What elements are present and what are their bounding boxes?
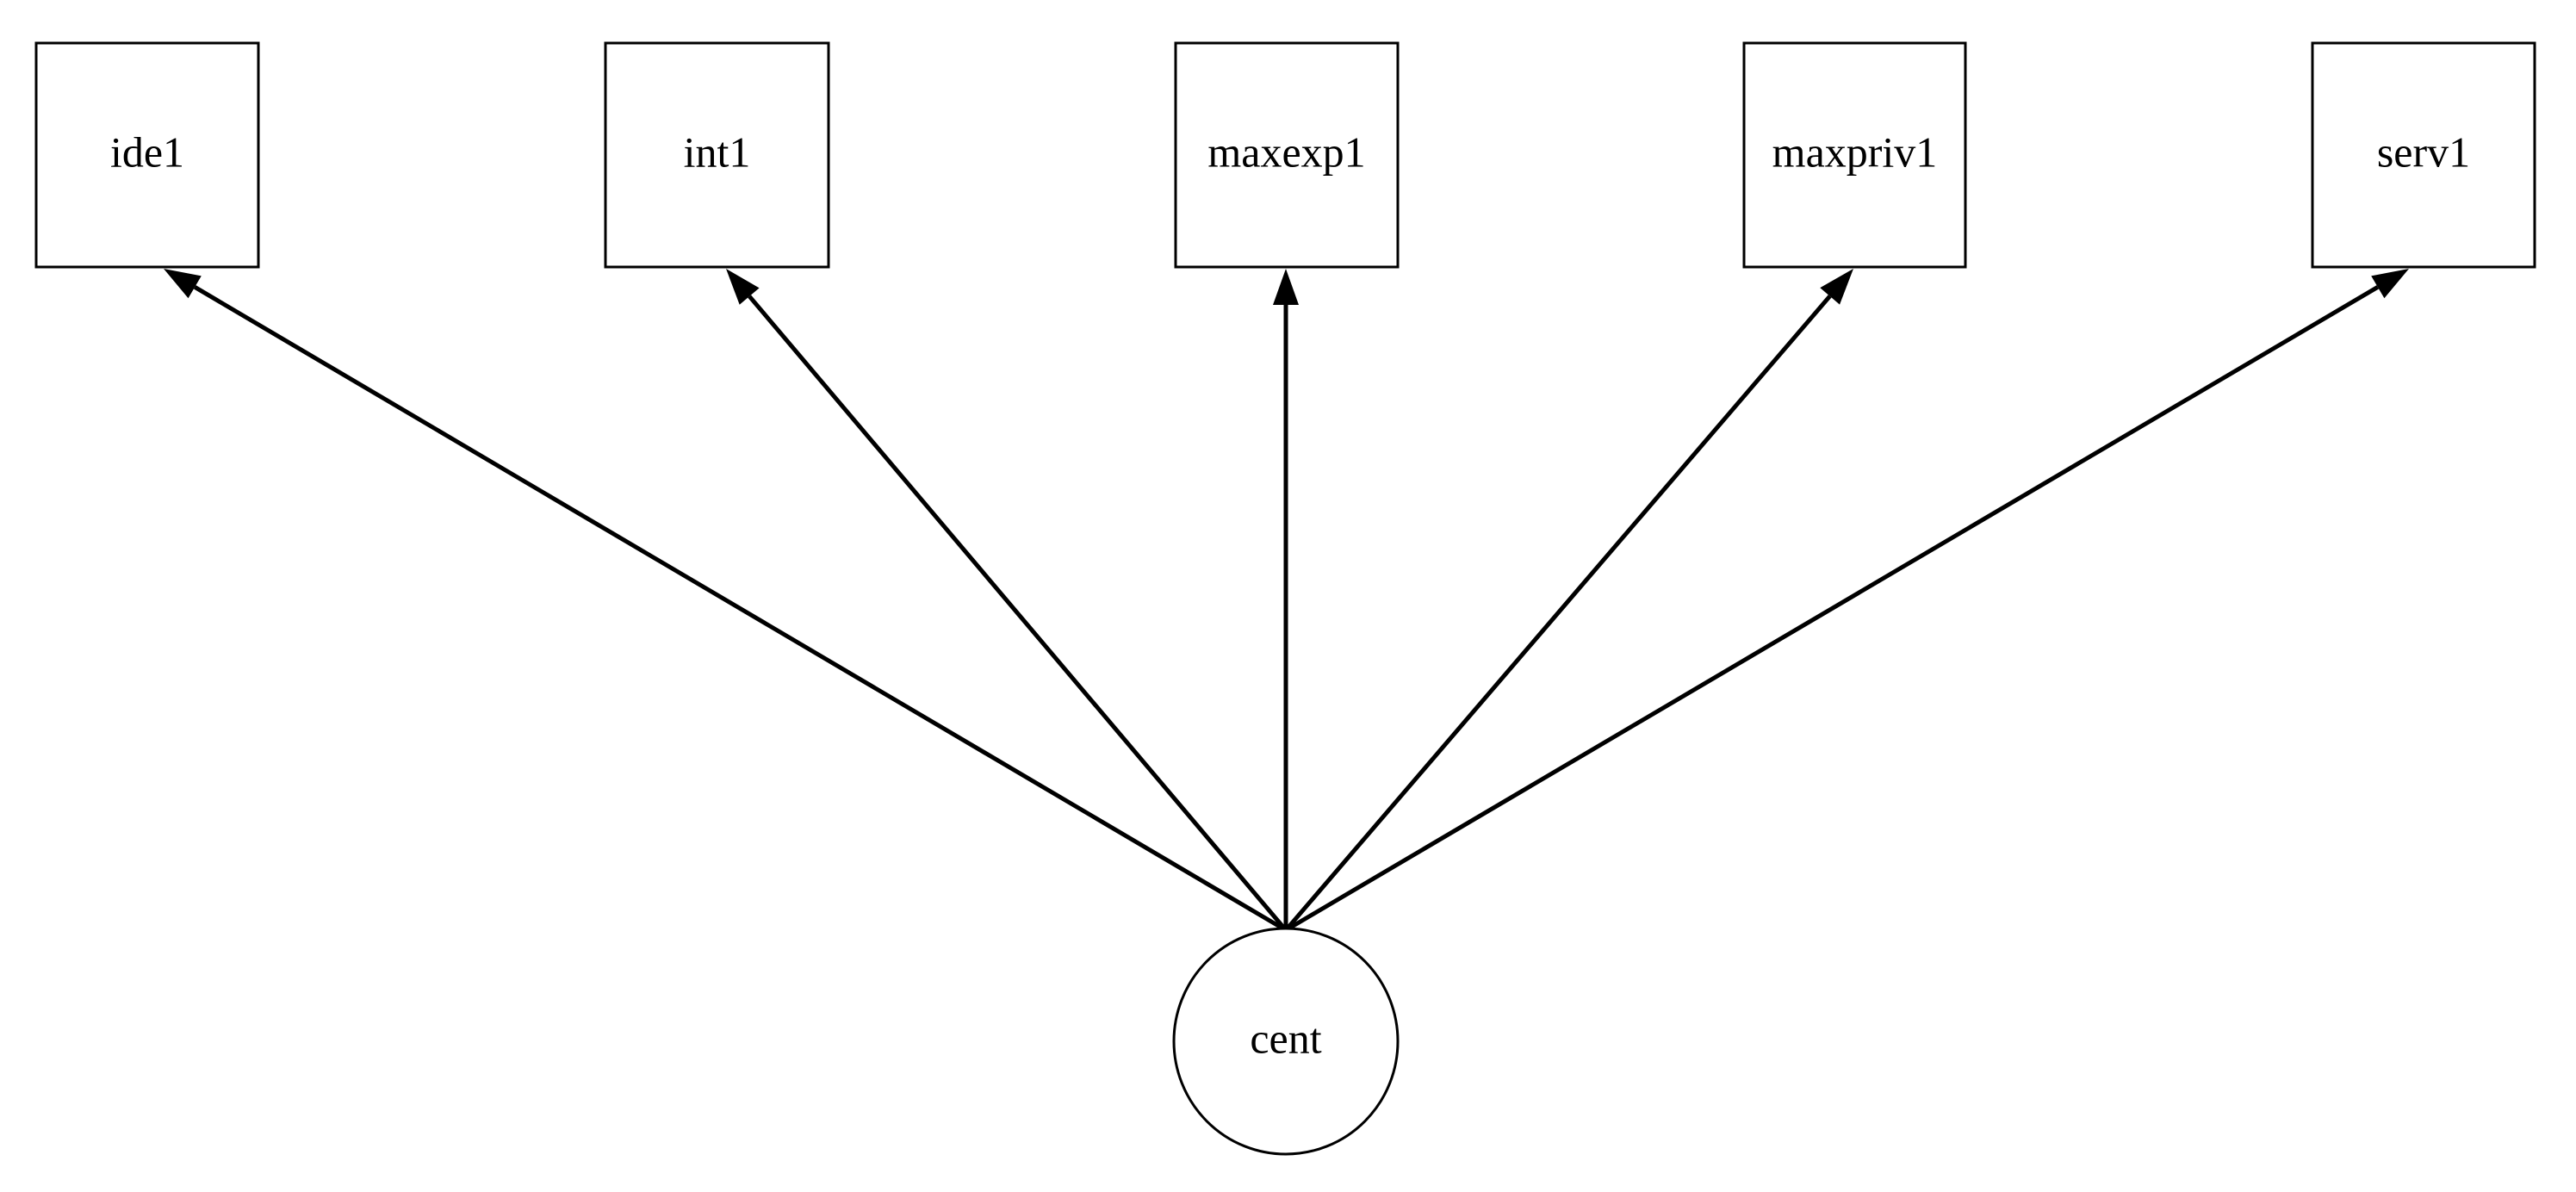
observed-node-int1[interactable]: int1 [604, 41, 830, 269]
edge-cent-ide1 [164, 269, 1288, 933]
latent-node-cent[interactable]: cent [1172, 927, 1400, 1156]
edge-shaft [1284, 285, 2380, 933]
edge-cent-serv1 [1284, 269, 2409, 933]
node-rect[interactable] [1174, 41, 1400, 269]
node-label: maxpriv1 [1772, 127, 1938, 176]
node-label: cent [1250, 1014, 1321, 1062]
edge-cent-maxexp1 [1273, 269, 1299, 930]
node-label: ide1 [110, 127, 184, 176]
edge-cent-maxpriv1 [1284, 269, 1853, 932]
node-label: maxexp1 [1207, 127, 1365, 176]
node-rect[interactable] [34, 41, 260, 269]
observed-node-serv1[interactable]: serv1 [2311, 41, 2536, 269]
arrowhead-icon [1820, 269, 1853, 305]
arrowhead-icon [1273, 269, 1299, 305]
node-ellipse[interactable] [1172, 927, 1400, 1156]
node-label: int1 [684, 127, 751, 176]
edge-shaft [193, 285, 1288, 933]
edge-shaft [1284, 295, 1832, 932]
node-rect[interactable] [1742, 41, 1967, 269]
arrowhead-icon [164, 269, 202, 299]
arrowhead-icon [726, 269, 760, 305]
node-label: serv1 [2377, 127, 2470, 176]
node-rect[interactable] [2311, 41, 2536, 269]
edge-cent-int1 [726, 269, 1288, 932]
arrowhead-icon [2371, 269, 2409, 299]
observed-node-maxexp1[interactable]: maxexp1 [1174, 41, 1400, 269]
node-rect[interactable] [604, 41, 830, 269]
edge-shaft [748, 295, 1288, 932]
observed-node-maxpriv1[interactable]: maxpriv1 [1742, 41, 1967, 269]
observed-node-ide1[interactable]: ide1 [34, 41, 260, 269]
